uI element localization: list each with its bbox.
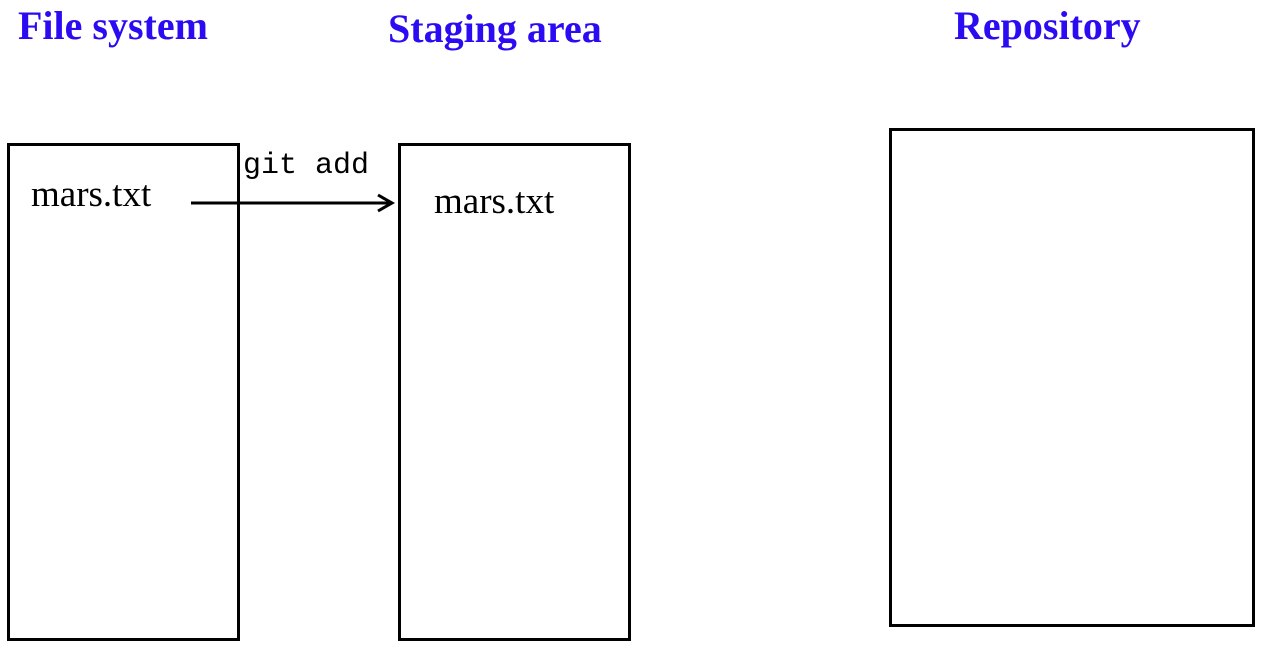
file-system-heading: File system <box>18 3 208 48</box>
git-add-label: git add <box>243 149 370 183</box>
staging-area-box <box>398 143 631 641</box>
arrow-head <box>377 193 396 213</box>
file-system-box <box>7 143 240 641</box>
staging-area-file: mars.txt <box>434 181 555 222</box>
repository-heading: Repository <box>954 3 1141 48</box>
file-system-file: mars.txt <box>31 174 152 215</box>
repository-box <box>889 128 1255 627</box>
staging-area-heading: Staging area <box>388 6 602 51</box>
